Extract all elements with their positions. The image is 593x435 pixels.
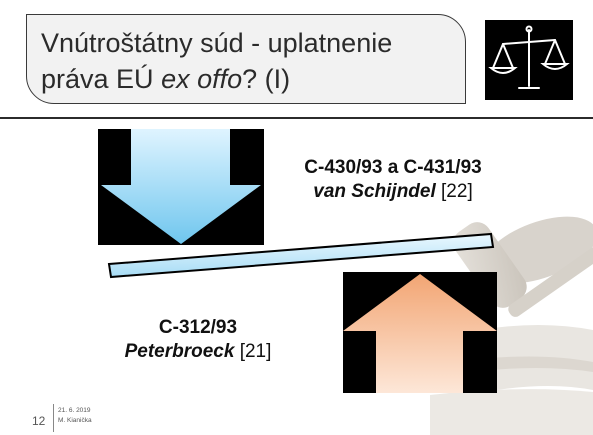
balance-beam xyxy=(107,232,495,279)
case-bottom-line: Peterbroeck [21] xyxy=(98,340,298,364)
title-line-2: práva EÚ ex offo? (I) xyxy=(41,61,451,97)
footer-meta: 21. 6. 2019 M. Kianička xyxy=(58,406,92,426)
slide-number: 12 xyxy=(32,414,46,428)
case-top-line: van Schijndel [22] xyxy=(273,180,513,204)
title-divider xyxy=(0,117,593,119)
case-bottom-ref: [21] xyxy=(239,341,272,362)
footer-author: M. Kianička xyxy=(58,417,92,424)
case-top-name: van Schijndel xyxy=(313,181,436,202)
case-bottom-name: Peterbroeck xyxy=(124,341,235,362)
case-top-number: C-430/93 a C-431/93 xyxy=(304,157,482,178)
arrow-up-icon xyxy=(343,274,497,393)
title-prefix: práva EÚ xyxy=(41,64,162,94)
title-italic: ex offo xyxy=(161,64,243,94)
title-line-1: Vnútroštátny súd - uplatnenie xyxy=(41,28,393,58)
scales-of-justice-icon xyxy=(485,20,573,100)
case-peterbroeck: C-312/93 Peterbroeck [21] xyxy=(98,316,298,364)
arrow-down-icon xyxy=(101,129,261,244)
case-top-ref: [22] xyxy=(441,181,473,202)
title-box: Vnútroštátny súd - uplatnenie práva EÚ e… xyxy=(26,14,466,104)
title-suffix: ? (I) xyxy=(242,64,291,94)
case-van-schijndel: C-430/93 a C-431/93 van Schijndel [22] xyxy=(273,156,513,204)
footer-date: 21. 6. 2019 xyxy=(58,407,91,414)
case-bottom-number: C-312/93 xyxy=(158,317,238,338)
footer-separator xyxy=(53,404,54,432)
